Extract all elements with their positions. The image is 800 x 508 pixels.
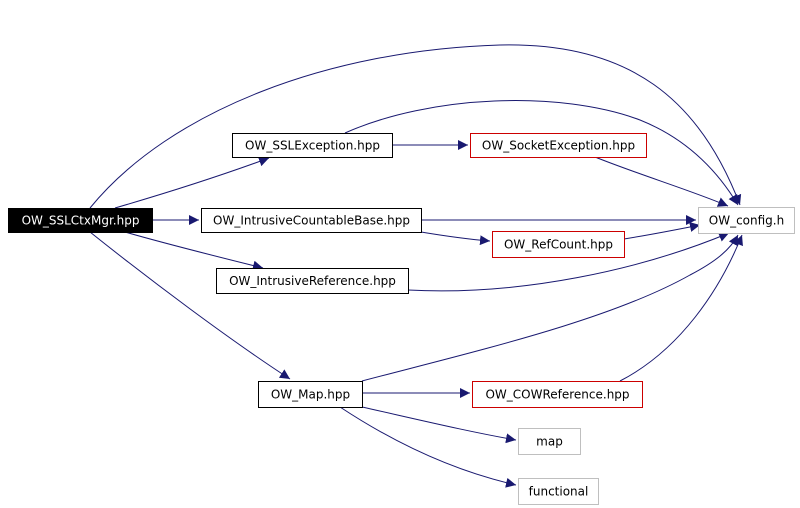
edge-socket-exception-to-config — [594, 156, 729, 207]
edges-layer — [89, 44, 743, 488]
edge-ssl-exception-to-config — [344, 100, 739, 206]
node-ssl-exception[interactable]: OW_SSLException.hpp — [232, 133, 393, 158]
node-box — [216, 268, 409, 294]
node-ssl-ctx-mgr[interactable]: OW_SSLCtxMgr.hpp — [8, 208, 153, 233]
edge-ref-count-to-config — [623, 222, 701, 240]
node-box — [470, 133, 647, 158]
edge-map-hpp-to-map — [361, 406, 517, 444]
node-label: map — [536, 435, 563, 449]
node-map-hpp[interactable]: OW_Map.hpp — [258, 381, 363, 408]
node-intrusive-countable-base[interactable]: OW_IntrusiveCountableBase.hpp — [201, 208, 422, 233]
node-box — [518, 478, 599, 505]
node-label: OW_Map.hpp — [271, 388, 350, 402]
node-box — [201, 208, 422, 233]
edge-ssl-ctx-mgr-to-intrusive-reference — [124, 231, 264, 271]
nodes-layer: OW_SSLCtxMgr.hpp OW_SSLException.hpp OW_So… — [8, 133, 795, 505]
edge-map-hpp-to-config — [361, 234, 739, 382]
edge-cow-reference-to-config — [619, 234, 743, 382]
node-label: OW_RefCount.hpp — [504, 238, 613, 252]
node-box — [518, 428, 581, 455]
node-ref-count[interactable]: OW_RefCount.hpp — [492, 231, 625, 258]
edge-intrusive-countable-base-to-ref-count — [420, 231, 491, 246]
node-map[interactable]: map — [518, 428, 581, 455]
node-cow-reference[interactable]: OW_COWReference.hpp — [472, 381, 643, 408]
node-box — [698, 207, 795, 234]
edge-ssl-ctx-mgr-to-ssl-exception — [114, 156, 270, 209]
node-label: OW_IntrusiveReference.hpp — [229, 274, 396, 288]
node-box — [492, 231, 625, 258]
edge-map-hpp-to-functional — [339, 406, 517, 488]
node-label: OW_SocketException.hpp — [482, 139, 635, 153]
node-box — [232, 133, 393, 158]
node-intrusive-reference[interactable]: OW_IntrusiveReference.hpp — [216, 268, 409, 294]
node-box — [8, 208, 153, 233]
node-functional[interactable]: functional — [518, 478, 599, 505]
edge-intrusive-reference-to-config — [407, 232, 730, 292]
node-label: OW_SSLCtxMgr.hpp — [22, 214, 140, 228]
edge-ssl-ctx-mgr-to-config — [89, 44, 742, 209]
node-label: OW_SSLException.hpp — [245, 139, 380, 153]
node-label: OW_config.h — [709, 214, 784, 228]
node-box — [258, 381, 363, 408]
node-label: functional — [529, 485, 589, 499]
edge-ssl-ctx-mgr-to-map-hpp — [89, 231, 291, 380]
node-label: OW_IntrusiveCountableBase.hpp — [213, 214, 410, 228]
node-label: OW_COWReference.hpp — [485, 388, 629, 402]
node-box — [472, 381, 643, 408]
node-config[interactable]: OW_config.h — [698, 207, 795, 234]
node-socket-exception[interactable]: OW_SocketException.hpp — [470, 133, 647, 158]
